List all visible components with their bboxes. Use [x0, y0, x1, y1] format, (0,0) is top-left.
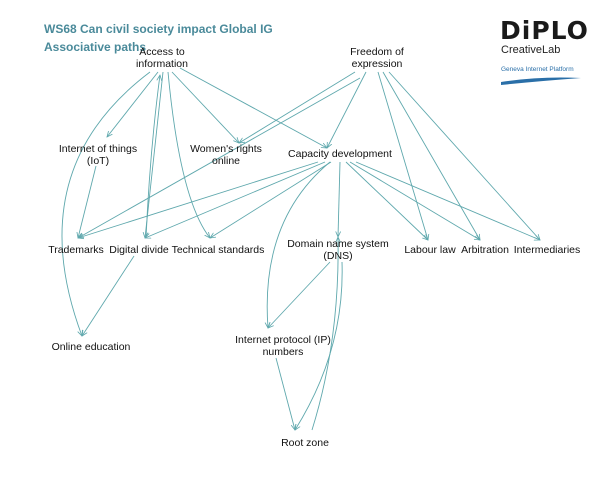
edge-access-women [171, 71, 239, 143]
logo-lab-name: CreativeLab [501, 44, 561, 56]
node-label-line: Online education [51, 341, 131, 353]
node-techstandards: Technical standards [172, 244, 265, 256]
node-label-line: Domain name system [287, 238, 389, 250]
edge-freedom-capacity [327, 71, 367, 148]
node-dns: Domain name system(DNS) [287, 238, 389, 262]
edges-layer [61, 67, 540, 431]
node-label-line: information [136, 58, 188, 70]
edge-rootzone-dns [311, 237, 338, 431]
node-iot: Internet of things(IoT) [59, 143, 137, 167]
node-trademarks: Trademarks [48, 244, 104, 256]
node-onlineedu: Online education [52, 341, 131, 353]
edge-iot-trademarks [78, 165, 97, 238]
node-ipnumbers: Internet protocol (IP)numbers [235, 334, 331, 358]
edge-freedom-labour [377, 71, 428, 240]
node-label-line: Women's rights [190, 143, 262, 155]
edge-ipnumbers-rootzone [275, 357, 295, 430]
edge-capacity-techstandards [210, 161, 332, 238]
node-label-line: Internet of things [58, 143, 138, 155]
edge-access-digitaldivide [145, 71, 164, 238]
node-label-line: Freedom of [350, 46, 404, 58]
title-block: WS68 Can civil society impact Global IG … [44, 20, 273, 56]
edge-capacity-intermediaries [355, 161, 540, 240]
node-label-line: Arbitration [461, 244, 509, 256]
edge-capacity-arbitration [349, 161, 480, 240]
node-label-line: (DNS) [323, 250, 353, 262]
node-labour: Labour law [404, 244, 455, 256]
node-digitaldivide: Digital divide [109, 244, 169, 256]
edge-digitaldivide-onlineedu [82, 255, 135, 336]
node-label-line: Capacity development [288, 148, 392, 160]
edge-freedom-trademarks [78, 77, 361, 238]
node-label-line: Technical standards [171, 244, 265, 256]
edge-access-capacity [179, 67, 327, 148]
logo-wordmark: DiPLO [500, 16, 589, 45]
edge-freedom-intermediaries [388, 71, 540, 240]
edge-capacity-dns [338, 161, 340, 237]
node-label-line: Digital divide [109, 244, 169, 256]
diagram-subtitle: Associative paths [44, 40, 147, 54]
edge-capacity-trademarks [78, 161, 319, 238]
logo-swoosh-icon [501, 77, 581, 85]
node-label-line: Access to [139, 46, 185, 58]
node-label-line: Intermediaries [513, 244, 581, 256]
node-label-line: Internet protocol (IP) [235, 334, 331, 346]
edge-capacity-ipnumbers [267, 161, 331, 328]
edge-access-iot [107, 71, 159, 137]
node-rootzone: Root zone [281, 437, 329, 449]
node-intermediaries: Intermediaries [514, 244, 581, 256]
node-label-line: Labour law [404, 244, 456, 256]
node-label-line: online [211, 155, 241, 167]
edge-dns-rootzone [295, 261, 343, 430]
edge-access-onlineedu [61, 71, 151, 336]
node-label-line: Trademarks [48, 244, 104, 256]
edge-capacity-labour [345, 161, 428, 240]
edge-freedom-women [239, 71, 356, 143]
node-label-line: expression [351, 58, 403, 70]
node-label-line: Root zone [281, 437, 329, 449]
edge-digitaldivide-access [145, 75, 160, 239]
diagram-title: WS68 Can civil society impact Global IG [44, 22, 273, 36]
node-capacity: Capacity development [288, 148, 392, 160]
node-label-line: (IoT) [86, 155, 110, 167]
edge-freedom-arbitration [382, 71, 480, 240]
edge-dns-ipnumbers [268, 261, 331, 328]
diplo-logo: DiPLO CreativeLab Geneva Internet Platfo… [500, 18, 590, 88]
node-label-line: numbers [262, 346, 304, 358]
logo-tagline: Geneva Internet Platform [501, 66, 574, 73]
node-arbitration: Arbitration [461, 244, 509, 256]
edge-capacity-digitaldivide [145, 161, 326, 238]
